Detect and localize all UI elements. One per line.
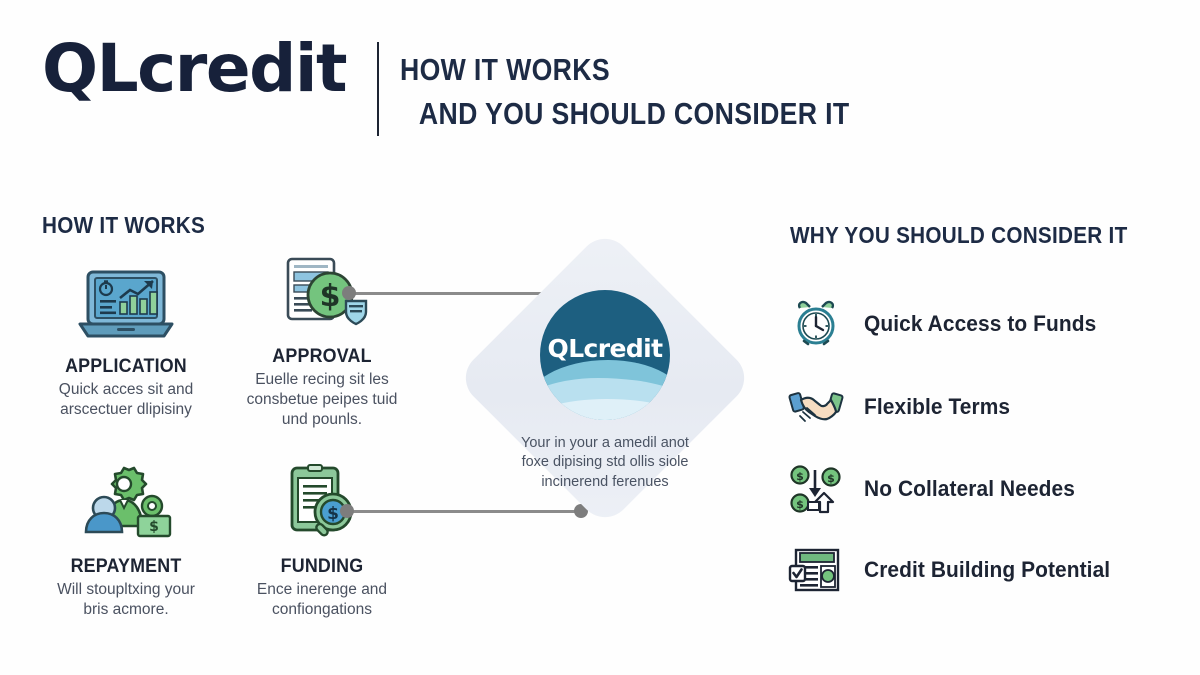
benefit-label: Quick Access to Funds: [864, 311, 1097, 336]
desc-line: bris acmore.: [83, 600, 169, 618]
checklist-document-icon: [788, 544, 842, 596]
caption-line: Your in your a amedil anot: [521, 435, 689, 451]
step-funding[interactable]: $ FUNDING Ence inerenge and confiongatio…: [228, 462, 416, 620]
desc-line: arscectuer dlipisiny: [60, 400, 192, 418]
diamond-caption: Your in your a amedil anot foxe dipising…: [498, 434, 712, 492]
step-description: Quick acces sit and arscectuer dlipisiny: [32, 380, 220, 420]
brand-logo: QLcredit: [42, 30, 348, 107]
caption-line: foxe dipising std ollis siole: [521, 454, 689, 471]
handshake-icon: [788, 381, 844, 433]
laptop-chart-icon: [32, 262, 220, 350]
desc-line: Euelle recing sit les: [255, 371, 389, 388]
connector-dot-start: [340, 504, 354, 518]
connector-line: [348, 292, 612, 295]
svg-text:$: $: [320, 279, 341, 314]
benefit-credit-building-potential[interactable]: Credit Building Potential: [788, 544, 1123, 596]
center-diamond: QLcredit Your in your a amedil anot foxe…: [455, 228, 755, 528]
step-repayment[interactable]: $ REPAYMENT Will stoupltxing your bris a…: [32, 462, 220, 620]
how-it-works-title: HOW IT WORKS: [42, 212, 206, 238]
connector-dot-start: [342, 286, 356, 300]
step-approval[interactable]: $ APPROVAL Euelle recing sit les consbet…: [228, 252, 416, 429]
step-description: Will stoupltxing your bris acmore.: [32, 580, 220, 620]
headline-line-2: AND YOU SHOULD CONSIDER IT: [418, 96, 850, 132]
step-application[interactable]: APPLICATION Quick acces sit and arscectu…: [32, 262, 220, 420]
badge-wave-3: [540, 399, 670, 420]
step-description: Euelle recing sit les consbetue peipes t…: [228, 370, 416, 429]
step-name: APPLICATION: [65, 356, 187, 377]
document-magnifier-dollar-icon: $: [228, 462, 416, 550]
benefit-label: Flexible Terms: [864, 394, 1011, 419]
step-name: REPAYMENT: [70, 556, 182, 577]
alarm-clock-icon: [790, 298, 842, 350]
benefit-quick-access-to-funds[interactable]: Quick Access to Funds: [790, 298, 1109, 350]
benefit-label: No Collateral Needes: [864, 476, 1075, 501]
svg-text:$: $: [827, 472, 835, 485]
connector-funding-to-center: [340, 504, 588, 518]
people-gear-money-icon: $: [32, 462, 220, 550]
desc-line: Ence inerenge and: [256, 581, 388, 598]
benefit-label: Credit Building Potential: [864, 557, 1111, 582]
svg-text:$: $: [149, 519, 159, 535]
benefit-no-collateral-needed[interactable]: $ $ $ No Collateral Needes: [790, 463, 1086, 515]
step-name: FUNDING: [280, 556, 364, 577]
diamond-content: QLcredit Your in your a amedil anot foxe…: [455, 228, 755, 528]
benefit-flexible-terms[interactable]: Flexible Terms: [788, 381, 1018, 433]
document-dollar-shield-icon: $: [228, 252, 416, 340]
header: QLcredit HOW IT WORKS AND YOU SHOULD CON…: [0, 0, 1200, 160]
header-divider: [377, 42, 379, 136]
caption-line: incinerend ferenues: [541, 473, 669, 490]
headline-line-1: HOW IT WORKS: [400, 52, 610, 87]
why-consider-title: WHY YOU SHOULD CONSIDER IT: [790, 222, 1128, 248]
brand-badge: QLcredit: [540, 290, 670, 420]
desc-line: confiongations: [272, 600, 372, 618]
desc-line: und pounls.: [281, 410, 363, 428]
step-name: APPROVAL: [272, 346, 372, 367]
svg-text:$: $: [327, 504, 339, 524]
desc-line: Quick acces sit and: [58, 381, 194, 398]
desc-line: Will stoupltxing your: [57, 581, 195, 598]
desc-line: consbetue peipes tuid: [246, 390, 398, 408]
headline: HOW IT WORKS AND YOU SHOULD CONSIDER IT: [400, 48, 850, 136]
svg-text:$: $: [796, 470, 804, 483]
connector-line: [346, 510, 582, 513]
step-description: Ence inerenge and confiongations: [228, 580, 416, 620]
badge-label: QLcredit: [547, 334, 664, 363]
svg-text:$: $: [796, 498, 804, 511]
coins-arrows-icon: $ $ $: [790, 463, 842, 515]
